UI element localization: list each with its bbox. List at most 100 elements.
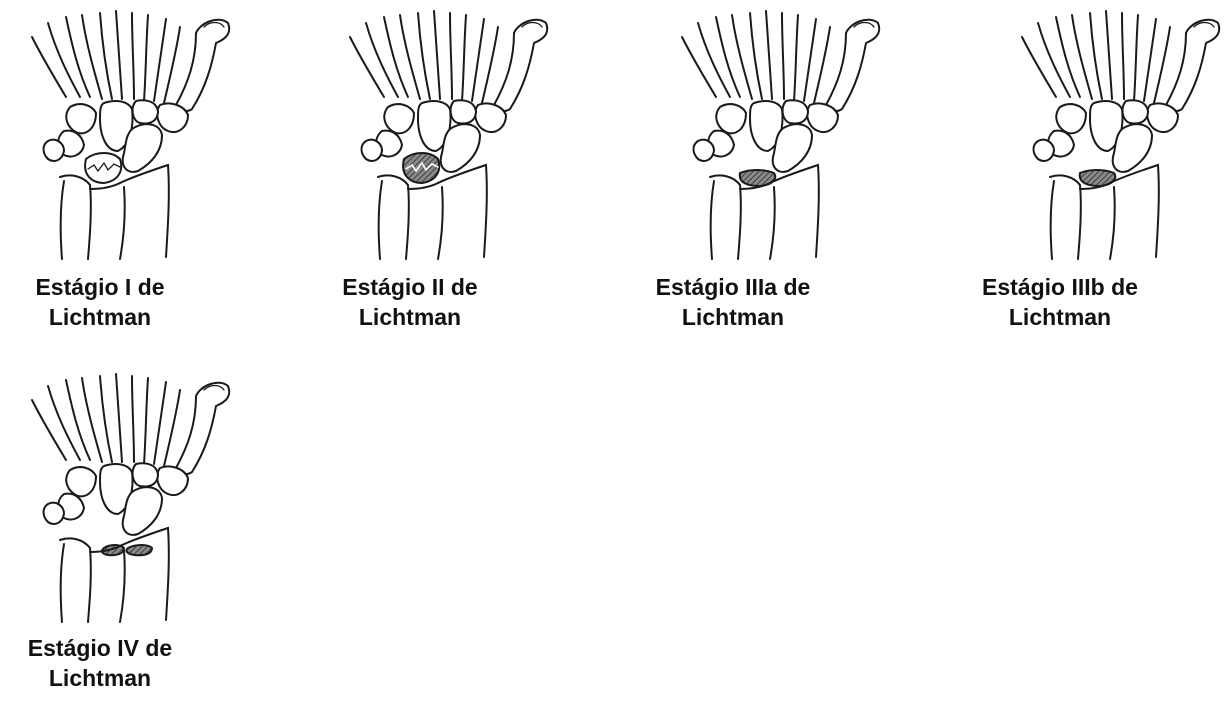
trapezium-bone (807, 103, 838, 132)
wrist-illustration (650, 5, 910, 270)
metacarpal-outline (154, 382, 166, 464)
thumb-metacarpal (826, 20, 879, 111)
metacarpal-outline (132, 376, 134, 462)
stage-caption-line2: Lichtman (310, 302, 510, 332)
metacarpal-outline (66, 17, 90, 97)
metacarpal-outline (154, 19, 166, 101)
metacarpal-outline (350, 37, 384, 97)
metacarpals (350, 11, 498, 103)
pisiform-bone (1034, 140, 1055, 161)
stage-caption-line1: Estágio IV de (0, 633, 200, 663)
metacarpal-outline (698, 23, 730, 97)
hamate-bone (384, 104, 414, 133)
metacarpal-outline (144, 378, 148, 464)
trapezium-bone (475, 103, 506, 132)
metacarpals (1022, 11, 1170, 103)
wrist-illustration (0, 368, 260, 633)
metacarpal-outline (1090, 13, 1102, 99)
trapezoid-bone (783, 100, 808, 123)
wrist-illustration (990, 5, 1224, 270)
trapezoid-bone (1123, 100, 1148, 123)
metacarpal-outline (1056, 17, 1080, 97)
thumb-metacarpal (494, 20, 547, 111)
trapezium-bone (1147, 103, 1178, 132)
metacarpal-outline (164, 390, 180, 466)
stage-caption-line1: Estágio IIIb de (960, 272, 1160, 302)
wrist-illustration (318, 5, 578, 270)
metacarpal-outline (682, 37, 716, 97)
metacarpals (682, 11, 830, 103)
ulna-bone (60, 175, 91, 259)
ulna-bone (378, 175, 409, 259)
trapezium-bone (157, 466, 188, 495)
metacarpal-outline (1154, 27, 1170, 103)
metacarpal-outline (384, 17, 408, 97)
metacarpal-outline (766, 11, 772, 99)
metacarpal-outline (804, 19, 816, 101)
thumb-metacarpal (1166, 20, 1219, 111)
metacarpal-outline (100, 13, 112, 99)
metacarpal-outline (450, 13, 452, 99)
metacarpal-outline (48, 23, 80, 97)
metacarpal-outline (814, 27, 830, 103)
pisiform-bone (44, 503, 65, 524)
metacarpal-outline (1134, 15, 1138, 101)
metacarpal-outline (750, 13, 762, 99)
metacarpals (32, 374, 180, 466)
trapezium-bone (157, 103, 188, 132)
metacarpal-outline (472, 19, 484, 101)
wrist-diagram-stage-2 (318, 5, 578, 270)
metacarpals (32, 11, 180, 103)
metacarpal-outline (482, 27, 498, 103)
metacarpal-outline (116, 374, 122, 462)
stage-caption-line2: Lichtman (960, 302, 1160, 332)
pisiform-bone (694, 140, 715, 161)
stage-caption-line1: Estágio IIIa de (633, 272, 833, 302)
metacarpal-outline (1022, 37, 1056, 97)
wrist-diagram-stage-3b (990, 5, 1224, 270)
metacarpal-outline (716, 17, 740, 97)
radius-bone (120, 528, 169, 622)
stage-caption-line2: Lichtman (0, 663, 200, 693)
wrist-diagram-stage-1 (0, 5, 260, 270)
pisiform-bone (362, 140, 383, 161)
stage-caption-line1: Estágio II de (310, 272, 510, 302)
thumb-metacarpal (176, 20, 229, 111)
wrist-diagram-stage-3a (650, 5, 910, 270)
radius-articular-edge (90, 183, 120, 189)
metacarpal-outline (1122, 13, 1124, 99)
metacarpal-outline (366, 23, 398, 97)
metacarpal-outline (116, 11, 122, 99)
radius-bone (438, 165, 487, 259)
radius-bone (770, 165, 819, 259)
metacarpal-outline (1144, 19, 1156, 101)
ulna-bone (60, 538, 91, 622)
stage-caption-line1: Estágio I de (0, 272, 200, 302)
ulna-bone (1050, 175, 1081, 259)
pisiform-bone (44, 140, 65, 161)
trapezoid-bone (451, 100, 476, 123)
metacarpal-outline (32, 37, 66, 97)
metacarpal-outline (164, 27, 180, 103)
lunate-fragment (126, 545, 152, 555)
metacarpal-outline (418, 13, 430, 99)
metacarpal-outline (462, 15, 466, 101)
hamate-bone (1056, 104, 1086, 133)
hamate-bone (716, 104, 746, 133)
metacarpal-outline (48, 386, 80, 460)
thumb-metacarpal (176, 383, 229, 474)
ulna-bone (710, 175, 741, 259)
radius-articular-edge (408, 183, 438, 189)
metacarpal-outline (1106, 11, 1112, 99)
metacarpal-outline (32, 400, 66, 460)
metacarpal-outline (1038, 23, 1070, 97)
metacarpal-outline (66, 380, 90, 460)
hamate-bone (66, 467, 96, 496)
wrist-diagram-stage-4 (0, 368, 260, 633)
trapezoid-bone (133, 463, 158, 486)
hamate-bone (66, 104, 96, 133)
